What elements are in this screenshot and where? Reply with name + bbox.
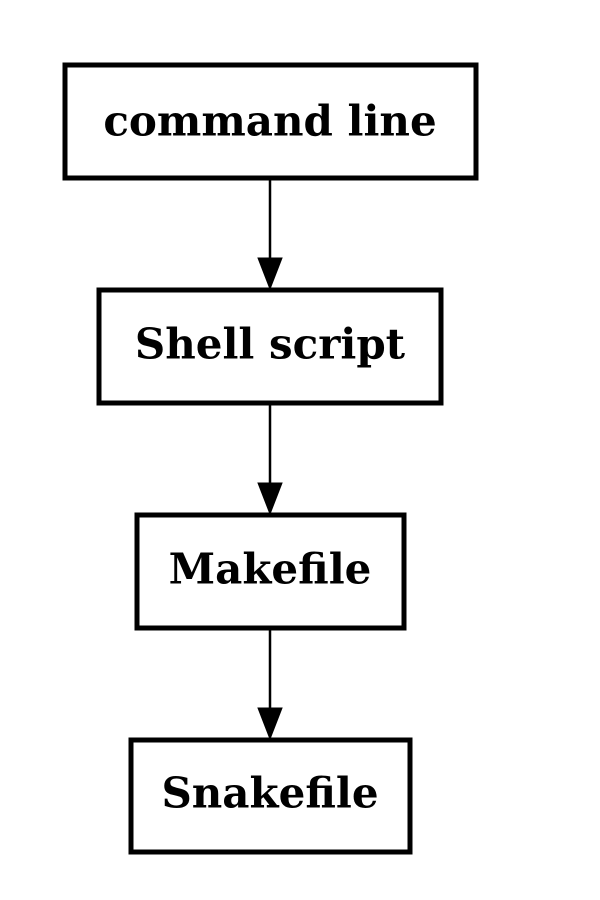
node-box: [134, 512, 407, 631]
node-label: Shell script: [135, 320, 406, 369]
arrowhead-icon: [257, 707, 283, 741]
node-snakefile: Snakefile: [128, 737, 413, 855]
node-command-line: command line: [62, 62, 479, 181]
node-label: Makefile: [169, 545, 372, 594]
arrowhead-icon: [257, 482, 283, 516]
node-box: [96, 287, 444, 406]
edge-shell-script-to-makefile: [257, 403, 283, 516]
edge-command-line-to-shell-script: [257, 178, 283, 291]
node-shell-script: Shell script: [96, 287, 444, 406]
node-label: Snakefile: [161, 769, 378, 818]
node-label: command line: [103, 97, 436, 146]
node-makefile: Makefile: [134, 512, 407, 631]
node-box: [62, 62, 479, 181]
edge-makefile-to-snakefile: [257, 628, 283, 741]
node-box: [128, 737, 413, 855]
arrowhead-icon: [257, 257, 283, 291]
